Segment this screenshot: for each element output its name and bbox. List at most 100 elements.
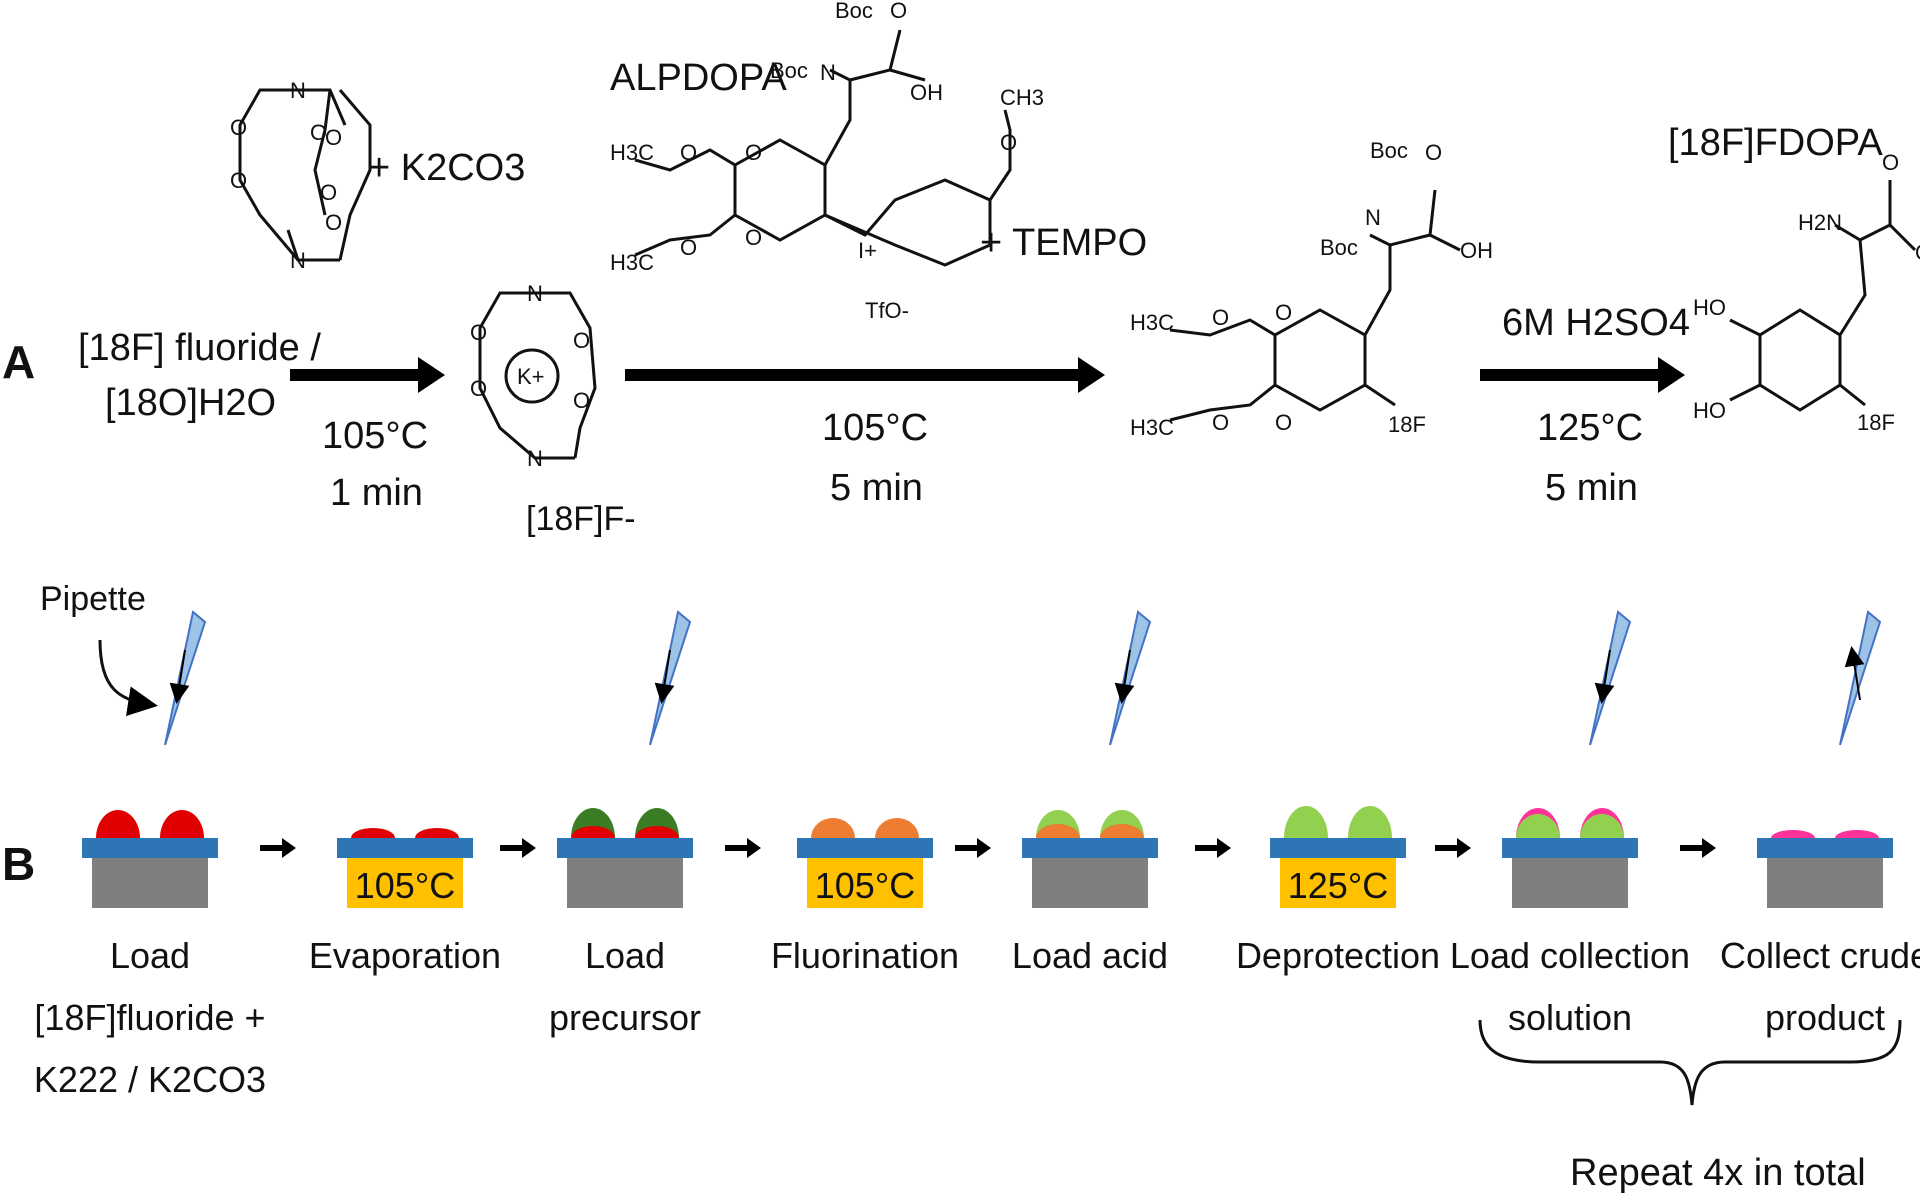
- step-label: Evaporation: [309, 935, 501, 976]
- svg-text:O: O: [680, 140, 697, 165]
- step-label: Load collection: [1450, 935, 1690, 976]
- step3-temp: 125°C: [1537, 407, 1643, 449]
- svg-text:H2N: H2N: [1798, 210, 1842, 235]
- svg-text:O: O: [1882, 150, 1899, 175]
- svg-text:O: O: [573, 328, 590, 353]
- svg-text:N: N: [820, 60, 836, 85]
- svg-text:O: O: [1000, 130, 1017, 155]
- svg-text:O: O: [230, 168, 247, 193]
- product-name: [18F]FDOPA: [1668, 122, 1883, 164]
- heater-block: [1280, 858, 1396, 908]
- base-block: [1767, 858, 1883, 908]
- svg-text:O: O: [1212, 305, 1229, 330]
- svg-text:Boc: Boc: [1370, 138, 1408, 163]
- reaction-arrow-2-head: [1078, 357, 1105, 393]
- step-label: Collect crude: [1720, 935, 1920, 976]
- process-step: Load [18F]fluoride + K222 / K2CO3: [34, 810, 266, 1100]
- step3-reagent: 6M H2SO4: [1502, 302, 1690, 344]
- svg-text:18F: 18F: [1388, 412, 1426, 437]
- svg-text:N: N: [527, 446, 543, 471]
- step-label: Fluorination: [771, 935, 959, 976]
- chip-surface: [557, 838, 693, 858]
- step2-time: 5 min: [830, 467, 923, 509]
- step-arrow: [1680, 838, 1716, 858]
- base-block: [92, 858, 208, 908]
- step-arrow: [725, 838, 761, 858]
- process-step: 105°C Fluorination: [771, 818, 959, 976]
- chip-surface: [1270, 838, 1406, 858]
- svg-text:OH: OH: [910, 80, 943, 105]
- svg-text:O: O: [470, 376, 487, 401]
- step-arrow: [955, 838, 991, 858]
- step-arrow: [260, 838, 296, 858]
- svg-text:HO: HO: [1693, 295, 1726, 320]
- svg-text:O: O: [325, 125, 342, 150]
- step-label: Load acid: [1012, 935, 1168, 976]
- reaction-arrow-3-head: [1658, 357, 1685, 393]
- step-arrow: [1195, 838, 1231, 858]
- svg-text:O: O: [1275, 410, 1292, 435]
- pipette-row: [164, 610, 1882, 746]
- svg-text:H3C: H3C: [610, 140, 654, 165]
- base-block: [1032, 858, 1148, 908]
- fdopa-structure: H2N O OH HO HO 18F: [1693, 150, 1920, 435]
- svg-text:O: O: [1425, 140, 1442, 165]
- pipette-icon: [164, 610, 207, 746]
- start-reagent-line2: [18O]H2O: [105, 382, 276, 424]
- kryptofix-structure: N N O O O O O O: [230, 78, 372, 273]
- svg-text:O: O: [310, 120, 327, 145]
- repeat-brace: [1478, 1019, 1902, 1106]
- svg-text:O: O: [680, 235, 697, 260]
- svg-text:OH: OH: [1915, 240, 1920, 265]
- pipette-label: Pipette: [40, 580, 146, 618]
- start-reagent-line1: [18F] fluoride /: [78, 327, 321, 369]
- pipette-icon: [1109, 610, 1152, 746]
- svg-text:K+: K+: [517, 364, 545, 389]
- step1-temp: 105°C: [322, 415, 428, 457]
- chip-surface: [1022, 838, 1158, 858]
- tempo-additive: + TEMPO: [980, 222, 1147, 264]
- alpdopa-structure: Boc Boc N O OH H3C H3C O O O O I+ O CH3 …: [610, 0, 1044, 323]
- process-step: Load acid: [1012, 810, 1168, 976]
- step-arrow: [1435, 838, 1471, 858]
- svg-text:O: O: [1212, 410, 1229, 435]
- fluorinated-intermediate-structure: Boc Boc N O OH H3C H3C O O O O 18F: [1130, 138, 1493, 440]
- svg-text:Boc: Boc: [770, 58, 808, 83]
- step-label: [18F]fluoride +: [34, 997, 265, 1038]
- chip-surface: [1502, 838, 1638, 858]
- svg-text:O: O: [325, 210, 342, 235]
- svg-text:I+: I+: [858, 238, 877, 263]
- reaction-arrow-1-head: [418, 357, 445, 393]
- k2co3-reagent: + K2CO3: [368, 147, 525, 189]
- step-label: Load: [110, 935, 190, 976]
- step-label: K222 / K2CO3: [34, 1059, 266, 1100]
- counter-ion: TfO-: [865, 298, 909, 323]
- svg-text:Boc: Boc: [1320, 235, 1358, 260]
- chip-surface: [1757, 838, 1893, 858]
- pipette-pointer: [98, 639, 158, 717]
- svg-text:O: O: [1275, 300, 1292, 325]
- pipette-icon: [1839, 610, 1882, 746]
- heater-temp: 125°C: [1288, 865, 1388, 906]
- process-step: 105°C Evaporation: [309, 828, 501, 976]
- step-label: Load: [585, 935, 665, 976]
- precursor-name: ALPDOPA: [610, 57, 787, 99]
- svg-text:O: O: [320, 180, 337, 205]
- svg-text:O: O: [745, 140, 762, 165]
- panel-a-label: A: [2, 336, 35, 388]
- heater-temp: 105°C: [355, 865, 455, 906]
- step-label: product: [1765, 997, 1885, 1038]
- svg-text:N: N: [290, 78, 306, 103]
- heater-temp: 105°C: [815, 865, 915, 906]
- svg-text:N: N: [1365, 205, 1381, 230]
- k-cryptand-complex: K+ N N O O O O: [470, 281, 597, 471]
- svg-text:Boc: Boc: [835, 0, 873, 23]
- process-step: Collect crude product: [1720, 830, 1920, 1038]
- pipette-icon: [649, 610, 692, 746]
- svg-text:HO: HO: [1693, 398, 1726, 423]
- step1-time: 1 min: [330, 472, 423, 514]
